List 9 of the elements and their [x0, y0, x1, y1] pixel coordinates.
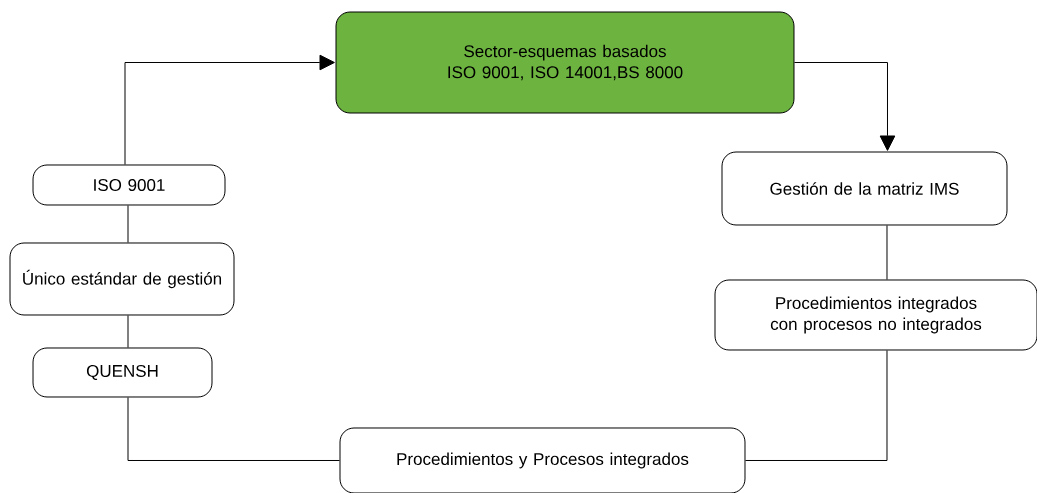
connector-arrow [794, 62, 896, 151]
process-box: Procedimientos integrados con procesos no integrados [714, 279, 1037, 351]
process-box: QUENSH [32, 347, 213, 398]
process-box: Sector-esquemas basados ISO 9001, ISO 14001,BS 8000 [335, 11, 795, 114]
process-box: ISO 9001 [32, 164, 226, 206]
process-box: Único estándar de gestión [9, 242, 235, 316]
process-box: Procedimientos y Procesos integrados [339, 427, 746, 493]
connector-arrow [124, 54, 335, 165]
process-box: Gestión de la matriz IMS [721, 151, 1008, 226]
